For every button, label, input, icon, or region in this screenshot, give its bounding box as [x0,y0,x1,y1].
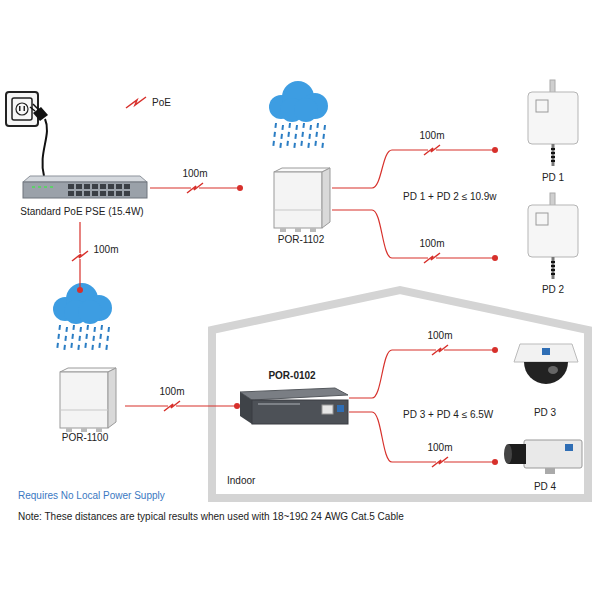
node-label: POR-1100 [62,432,109,444]
device-node: POR-0102 [237,370,349,425]
cable-length: 100m [159,386,184,398]
poe-cable [349,412,495,462]
poe-cable [349,345,498,398]
node-label: Standard PoE PSE (15.4W) [20,206,143,218]
power-budget: PD 1 + PD 2 ≤ 10.9w [403,191,497,203]
device-node: PD 2 [495,195,590,300]
poe-bolt [424,145,440,155]
device-node: POR-1100 [45,290,125,448]
house-outline [205,285,595,505]
cable-end-dot [492,255,498,261]
power-plug [30,104,48,176]
poe-cable [72,222,88,293]
poe-cable [125,401,240,411]
box-camera [504,440,582,474]
access-point [528,193,578,279]
rain-cloud [269,81,328,151]
cable-length: 100m [427,330,452,342]
cable-end-dot [492,347,498,353]
poe-cable [332,150,495,188]
poe-cable [349,412,498,467]
legend-label: PoE [152,97,171,108]
poe-bolt [432,457,448,467]
poe-cable [79,222,80,290]
node-label: POR-1102 [278,234,325,246]
bolt-gap [168,403,176,409]
poe-cable [125,405,237,406]
device-node: PD 1 [495,82,590,187]
device-node: PD 3 [495,335,585,420]
node-label: PD 4 [534,481,556,493]
node-label: PD 2 [542,284,564,296]
device-node: POR-1102 [240,88,332,248]
poe-cable [332,210,498,263]
device-node: PD 4 [495,432,585,494]
note-text: Note: These distances are typical result… [18,511,404,523]
bolt-gap [428,147,436,153]
bolt-gap [191,185,199,191]
bolt-gap [436,459,444,465]
poe-cable [332,145,498,188]
device-node: Standard PoE PSE (15.4W) [20,176,150,222]
poe-cable [150,183,243,193]
node-label: Indoor [227,475,255,487]
cable-end-dot [237,185,243,191]
cable-length: 100m [182,168,207,180]
cable-end-dot [77,287,83,293]
poe-bolt [72,251,88,261]
poe-cable [150,187,240,188]
node-label: PD 1 [542,172,564,184]
poe-bolt [432,345,448,355]
cable-end-dot [492,147,498,153]
poe-cable [332,210,495,258]
poe-bolt [187,183,203,193]
indoor-area: POR-0102 PD 3 PD 4 Indoor [205,285,595,505]
cable-length: 100m [427,442,452,454]
rain-cloud [53,283,112,353]
poe-cable [349,350,495,398]
node-label: POR-0102 [268,370,315,382]
poe-switch [23,176,147,198]
note-text: Requires No Local Power Supply [18,490,165,502]
outdoor-repeater [274,168,330,232]
access-point [528,80,578,166]
node-label: PD 3 [534,407,556,419]
power-budget: PD 3 + PD 4 ≤ 6.5W [403,409,493,421]
bolt-gap [76,253,84,259]
bolt-gap [428,255,436,261]
cable-end-dot [492,459,498,465]
power-outlet [6,92,38,126]
house-outline [212,290,588,498]
cable-length: 100m [93,244,118,256]
outdoor-repeater [60,368,116,432]
poe-bolt [424,253,440,263]
legend-symbol [126,97,146,108]
cable-end-dot [234,403,240,409]
cable-length: 100m [419,238,444,250]
dome-camera [514,344,578,384]
cable-length: 100m [419,130,444,142]
poe-bolt [164,401,180,411]
indoor-repeater [240,388,348,424]
bolt-gap [436,347,444,353]
legend-item: PoE [152,97,171,109]
